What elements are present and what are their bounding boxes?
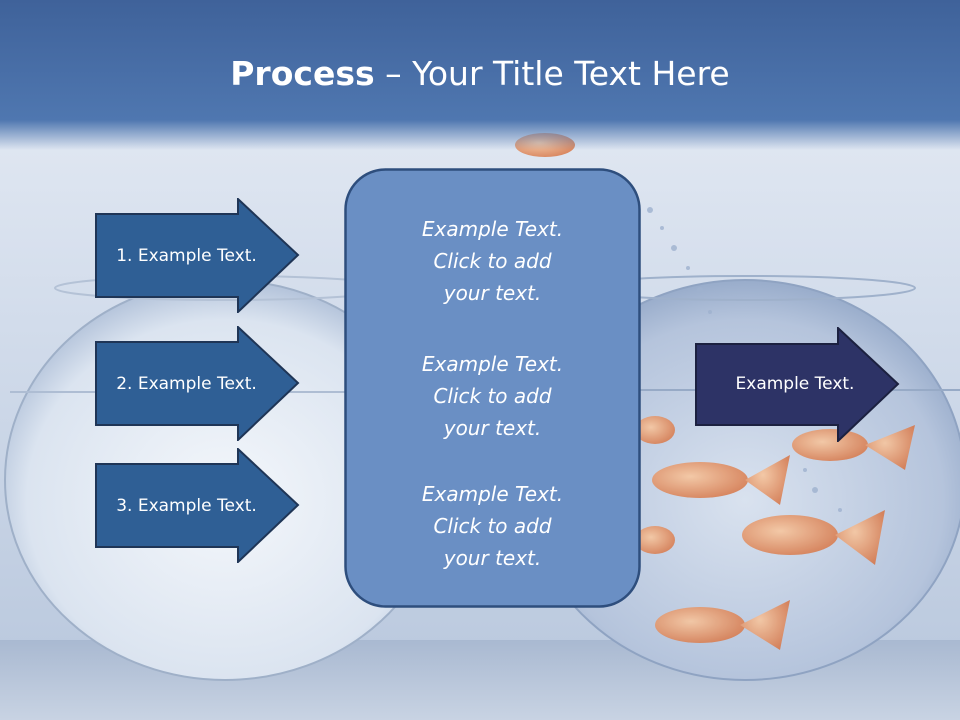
title-rest-part: – Your Title Text Here: [374, 54, 730, 93]
title-bar: [0, 0, 960, 150]
center-block-2-line-3: your text.: [443, 416, 542, 440]
left-arrow-2[interactable]: 2. Example Text.: [95, 326, 300, 441]
center-text-block-3: Example Text. Click to add your text.: [344, 478, 641, 574]
center-text-box[interactable]: Example Text. Click to add your text. Ex…: [344, 168, 641, 608]
center-block-1-line-2: Click to add: [433, 249, 552, 273]
center-block-2-line-2: Click to add: [433, 384, 552, 408]
center-block-1-line-1: Example Text.: [421, 217, 564, 241]
center-text-block-1: Example Text. Click to add your text.: [344, 213, 641, 309]
left-arrow-1-label: 1. Example Text.: [116, 246, 257, 266]
center-block-3-line-3: your text.: [443, 546, 542, 570]
center-block-3-line-2: Click to add: [433, 514, 552, 538]
slide-title[interactable]: Process – Your Title Text Here: [0, 52, 960, 96]
left-arrow-1[interactable]: 1. Example Text.: [95, 198, 300, 313]
center-text-block-2: Example Text. Click to add your text.: [344, 348, 641, 444]
right-arrow-label: Example Text.: [735, 374, 855, 394]
left-arrow-2-label: 2. Example Text.: [116, 374, 257, 394]
title-bold-part: Process: [230, 54, 375, 93]
right-arrow[interactable]: Example Text.: [695, 327, 900, 442]
center-block-1-line-3: your text.: [443, 281, 542, 305]
center-block-3-line-1: Example Text.: [421, 482, 564, 506]
center-block-2-line-1: Example Text.: [421, 352, 564, 376]
left-arrow-3[interactable]: 3. Example Text.: [95, 448, 300, 563]
left-arrow-3-label: 3. Example Text.: [116, 496, 257, 516]
